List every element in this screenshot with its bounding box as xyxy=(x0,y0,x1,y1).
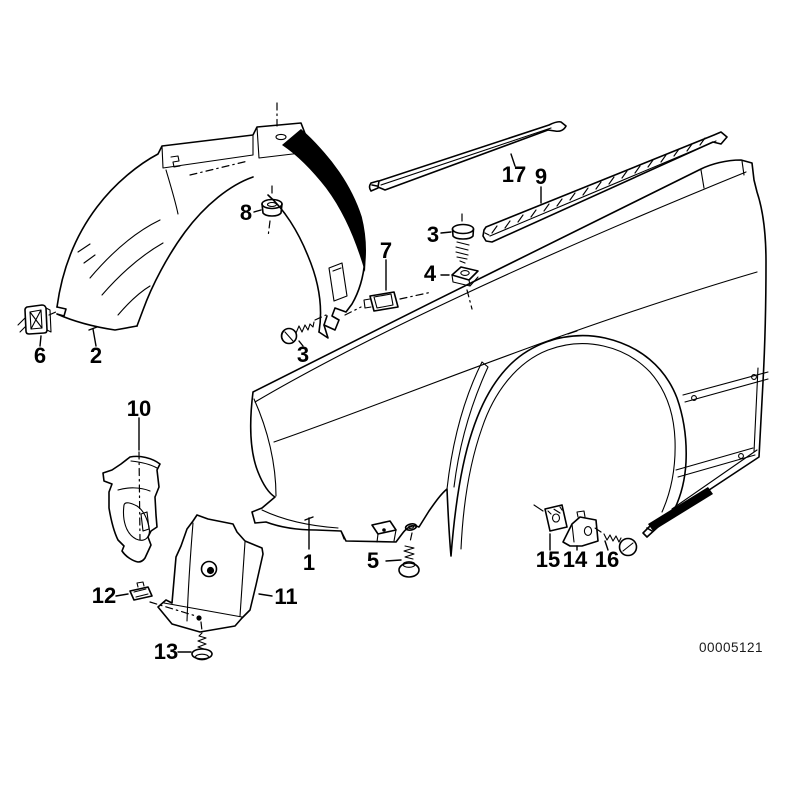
trim-strip-9-drawing xyxy=(482,131,728,243)
callout-9[interactable]: 9 xyxy=(535,164,547,189)
bracket-10-drawing xyxy=(102,451,161,563)
callout-7[interactable]: 7 xyxy=(380,238,392,263)
shield-plate-11-drawing xyxy=(157,514,264,633)
callout-10[interactable]: 10 xyxy=(127,396,151,421)
callout-6[interactable]: 6 xyxy=(34,343,46,368)
screw-16-drawing xyxy=(594,527,638,557)
callout-2[interactable]: 2 xyxy=(90,343,102,368)
callout-3a[interactable]: 3 xyxy=(297,342,309,367)
callout-4[interactable]: 4 xyxy=(424,261,437,286)
clip-12-drawing xyxy=(129,581,197,617)
callout-labels: 1 2 3 3 4 5 6 7 8 9 10 11 12 13 14 15 16… xyxy=(34,162,619,664)
callout-12[interactable]: 12 xyxy=(92,583,116,608)
bracket-14-drawing xyxy=(551,507,599,547)
callout-15[interactable]: 15 xyxy=(536,547,560,572)
screw-5-drawing xyxy=(398,532,420,578)
wheel-arch-cover-drawing xyxy=(56,102,366,339)
callout-1[interactable]: 1 xyxy=(303,550,315,575)
screw-3-nut-4-drawing xyxy=(451,213,479,310)
drawing-number: 00005121 xyxy=(699,640,763,655)
screw-3-liner-drawing xyxy=(280,314,327,345)
callout-11[interactable]: 11 xyxy=(274,584,297,609)
callout-13[interactable]: 13 xyxy=(154,639,178,664)
clip-7-drawing xyxy=(344,291,433,316)
callout-16[interactable]: 16 xyxy=(595,547,619,572)
leader-lines xyxy=(39,153,609,653)
callout-5[interactable]: 5 xyxy=(367,548,379,573)
trim-strip-17-drawing xyxy=(368,120,567,192)
screw-13-drawing xyxy=(191,621,213,661)
callout-17[interactable]: 17 xyxy=(502,162,526,187)
fender-panel-drawing xyxy=(249,159,769,557)
callout-14[interactable]: 14 xyxy=(563,547,588,572)
clip-6-drawing xyxy=(17,304,59,335)
callout-8[interactable]: 8 xyxy=(240,200,252,225)
clip-15-drawing xyxy=(533,504,568,532)
nut-8-drawing xyxy=(261,185,283,238)
callout-3b[interactable]: 3 xyxy=(427,222,439,247)
